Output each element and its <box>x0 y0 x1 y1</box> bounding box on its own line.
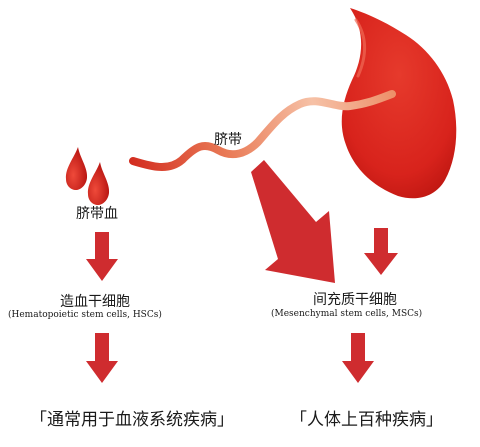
arrow-placenta-to-msc <box>364 228 398 275</box>
hsc-result-label: 「通常用于血液系统疾病」 <box>30 410 234 430</box>
hsc-title: 造血干细胞 <box>60 294 130 310</box>
blood-drop-right <box>87 162 110 205</box>
hsc-english-name: (Hematopoietic stem cells, HSCs) <box>8 310 162 320</box>
arrow-msc-to-result <box>342 333 374 383</box>
arrow-cord-to-msc <box>251 160 335 283</box>
placenta-highlight <box>354 18 366 78</box>
blood-drop-left <box>65 147 88 190</box>
msc-result-label: 「人体上百种疾病」 <box>290 410 443 430</box>
msc-title: 间充质干细胞 <box>313 292 397 308</box>
msc-english-name: (Mesenchymal stem cells, MSCs) <box>271 309 423 319</box>
arrow-hsc-to-result <box>86 333 118 383</box>
umbilical-cord <box>129 90 396 171</box>
umbilical-cord-label: 脐带 <box>214 132 242 148</box>
cord-blood-label: 脐带血 <box>76 206 118 222</box>
placenta-shape <box>341 8 457 199</box>
arrow-cord-blood-to-hsc <box>86 232 118 281</box>
